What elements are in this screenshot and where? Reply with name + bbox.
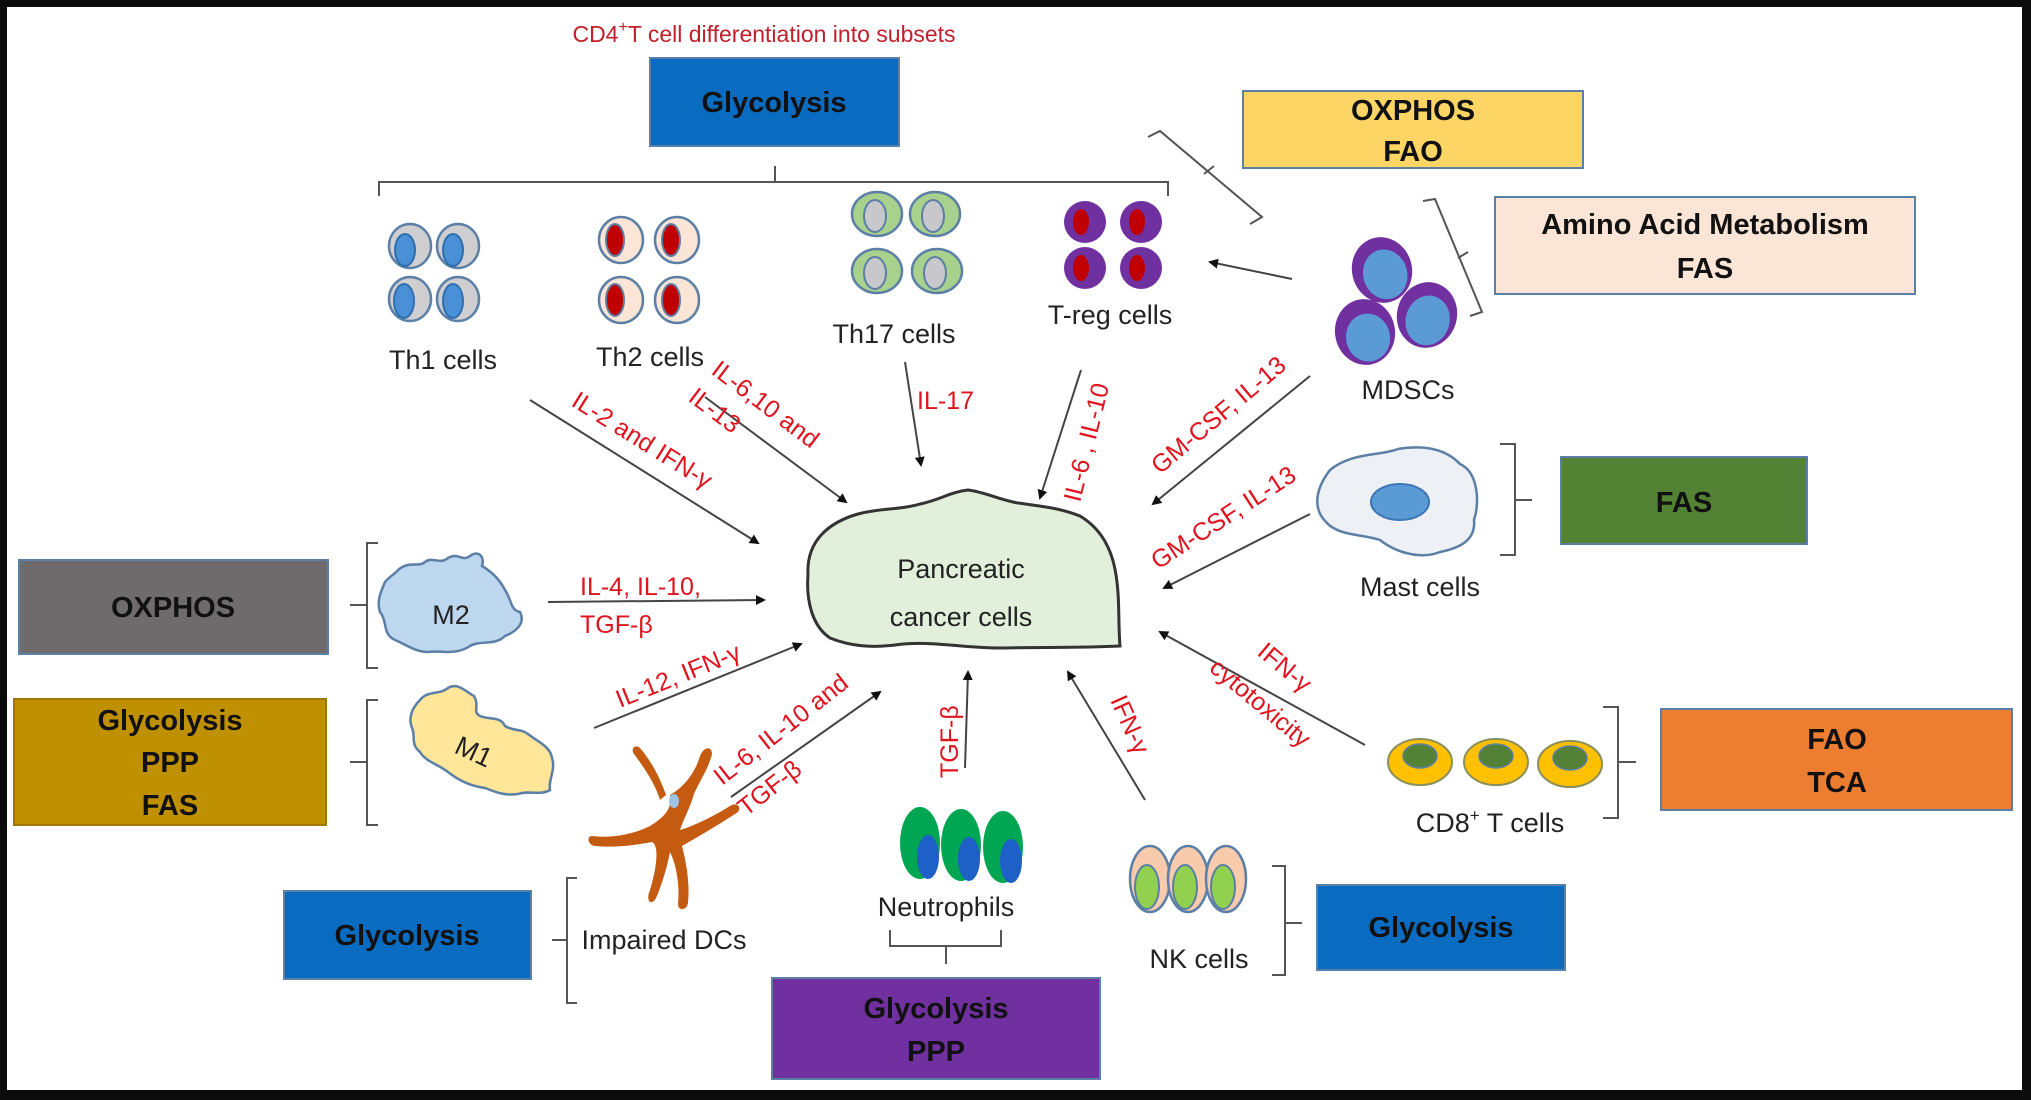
mdsc-cells-icon [1334,237,1458,365]
th1-arrow [529,399,760,545]
mdsc-arrow [1151,375,1311,506]
th2-cytokine: IL-6,10 and IL-13 [683,355,824,453]
box-line: FAS [1677,253,1733,285]
th2-label: Th2 cells [596,342,704,372]
m1-arrow [593,642,803,729]
box-line: Glycolysis [334,920,479,952]
cytokine-line: IL-4, IL-10, [580,573,701,601]
m1-metabolism-box: Glycolysis PPP FAS [13,698,327,826]
box-line: FAS [142,790,198,822]
neutrophil-cytokine: TGF-β [936,705,964,778]
treg-arrow [1037,369,1082,500]
cytokine-line: TGF-β [580,611,653,639]
mast-bracket [1500,443,1532,556]
box-line: OXPHOS [111,592,235,624]
box-line: FAS [1656,487,1712,519]
m2-arrow [547,595,766,606]
figure-canvas: CD4+T cell differentiation into subsets … [7,7,2022,1090]
m2-bracket [350,542,378,669]
dc-cell-icon [588,746,740,910]
cd8-label: CD8+ T cells [1416,806,1565,838]
cd4-subsets-bracket [378,166,1169,196]
dc-arrow [730,690,882,798]
dc-cytokine: IL-6, IL-10 and TGF-β [708,669,853,822]
center-line-1: Pancreatic [897,554,1025,584]
box-line: PPP [141,747,199,779]
nk-arrow [1066,670,1146,801]
mast-arrow [1162,513,1311,589]
th17-cytokine: IL-17 [917,387,974,415]
m2-oxphos-box: OXPHOS [18,559,329,655]
box-line: Glycolysis [863,993,1008,1025]
mast-label: Mast cells [1360,572,1480,602]
th1-cells-icon [387,222,481,323]
box-line: Amino Acid Metabolism [1541,209,1869,241]
th2-arrow [704,396,848,504]
box-line: Glycolysis [1368,912,1513,944]
mdsc-to-treg-arrow [1208,258,1293,280]
box-line: FAO [1383,136,1443,168]
cd4-glycolysis-label: Glycolysis [701,87,846,119]
th17-cells-icon [850,190,964,295]
cd8-metabolism-box: FAO TCA [1660,708,2013,811]
cd8-bracket [1603,706,1636,819]
m1-bracket [350,699,378,826]
cd8-cells-icon [1387,738,1603,788]
mdsc-oxphos-fao-box: OXPHOS FAO [1242,90,1584,169]
box-line: PPP [907,1036,965,1068]
mdsc-amino-bracket [1422,197,1484,317]
treg-cells-icon [1064,201,1162,289]
mdsc-cytokine: GM-CSF, IL-13 [1146,351,1292,480]
mdsc-label: MDSCs [1362,375,1455,405]
diagram: CD4+T cell differentiation into subsets … [13,19,2013,1080]
m2-cytokine: IL-4, IL-10, TGF-β [580,573,701,639]
th17-arrow [904,361,925,467]
pancreatic-cancer-cells: Pancreatic cancer cells [806,488,1122,650]
box-line: Glycolysis [97,705,242,737]
th2-cells-icon [597,215,701,325]
neutrophils-bracket [889,930,1002,964]
nk-bracket [1272,865,1302,976]
box-line: OXPHOS [1351,95,1475,127]
center-line-2: cancer cells [890,602,1033,632]
nk-glycolysis-box: Glycolysis [1316,884,1566,971]
treg-cytokine: IL-6 , IL-10 [1059,380,1115,504]
neutrophils-icon [900,807,1023,883]
cd4-title: CD4+T cell differentiation into subsets [572,19,955,47]
m2-label: M2 [432,600,470,630]
nk-label: NK cells [1149,944,1248,974]
dc-bracket [552,877,577,1004]
box-line: FAO [1807,724,1867,756]
box-line: TCA [1807,767,1867,799]
treg-label: T-reg cells [1048,300,1173,330]
m2-macrophage-icon: M2 [377,552,523,654]
cd8-arrow [1158,631,1366,746]
mast-cell-icon [1316,446,1479,557]
neutrophil-metabolism-box: Glycolysis PPP [771,977,1101,1080]
nk-cells-icon [1128,844,1248,914]
mast-fas-box: FAS [1560,456,1808,545]
neutrophils-label: Neutrophils [878,892,1015,922]
dc-glycolysis-box: Glycolysis [283,890,532,980]
dc-label: Impaired DCs [581,925,746,955]
th1-label: Th1 cells [389,345,497,375]
cd8-cytokine: IFN-γ cytotoxicity [1204,637,1317,753]
mdsc-oxphos-bracket [1147,129,1264,225]
m1-macrophage-icon: M1 [409,684,555,796]
neutrophil-arrow [962,670,973,769]
th17-label: Th17 cells [832,319,955,349]
nk-cytokine: IFN-γ [1105,691,1156,759]
cd4-glycolysis-box: Glycolysis [649,57,900,147]
mdsc-amino-fas-box: Amino Acid Metabolism FAS [1494,196,1916,295]
